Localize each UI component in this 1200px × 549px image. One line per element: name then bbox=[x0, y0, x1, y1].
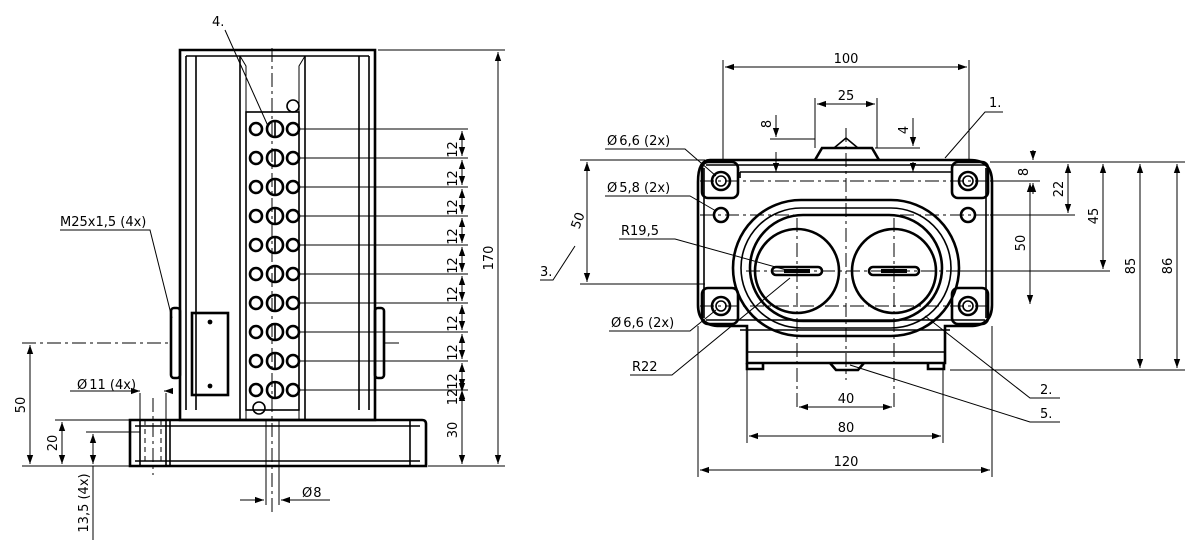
svg-text:Ø5,8 (2x): Ø5,8 (2x) bbox=[607, 181, 670, 196]
terminal-row bbox=[248, 235, 468, 255]
svg-text:R19,5: R19,5 bbox=[621, 224, 659, 239]
terminal-row bbox=[248, 148, 468, 168]
svg-text:86: 86 bbox=[1161, 258, 1176, 275]
width-dim-120: 120 bbox=[697, 326, 993, 477]
terminal-row bbox=[248, 380, 468, 400]
svg-text:50: 50 bbox=[569, 210, 589, 231]
pitch-label: 12 bbox=[446, 141, 461, 158]
pitch-label: 12 bbox=[446, 373, 461, 390]
height-dim-30: 30 bbox=[446, 392, 466, 464]
svg-text:85: 85 bbox=[1124, 258, 1139, 275]
width-dim-80: 80 bbox=[746, 363, 944, 443]
svg-text:80: 80 bbox=[838, 421, 855, 436]
depth-dim-135: 13,5 (4x) bbox=[77, 431, 140, 540]
terminal-row bbox=[248, 177, 468, 197]
label-4: 4. bbox=[212, 15, 224, 30]
thread-label: M25x1,5 (4x) bbox=[60, 215, 146, 230]
svg-text:8: 8 bbox=[1017, 168, 1032, 176]
svg-text:Ø11 (4x): Ø11 (4x) bbox=[77, 378, 136, 393]
width-dim-25: 25 bbox=[814, 89, 878, 148]
dim-85: 85 bbox=[950, 161, 1147, 371]
svg-text:30: 30 bbox=[446, 422, 461, 439]
terminal-row bbox=[248, 322, 468, 342]
height-dim-20: 20 bbox=[46, 419, 130, 464]
terminal-row bbox=[248, 264, 468, 284]
pitch-label: 12 bbox=[446, 170, 461, 187]
terminal-row bbox=[248, 119, 468, 139]
base-flange bbox=[128, 418, 428, 468]
svg-text:170: 170 bbox=[482, 246, 497, 271]
dim-86: 86 bbox=[1147, 161, 1185, 371]
housing-outline bbox=[178, 48, 377, 422]
svg-text:25: 25 bbox=[838, 89, 855, 104]
shaft-dim-8: Ø8 bbox=[240, 420, 330, 505]
cable-gland-right bbox=[373, 306, 386, 380]
dim-8-right: 8 bbox=[990, 150, 1040, 194]
svg-text:120: 120 bbox=[834, 455, 859, 470]
svg-text:Ø6,6 (2x): Ø6,6 (2x) bbox=[611, 316, 674, 331]
svg-text:20: 20 bbox=[46, 435, 61, 452]
svg-text:4: 4 bbox=[897, 126, 912, 134]
height-dim-170: 170 bbox=[378, 49, 505, 467]
svg-text:45: 45 bbox=[1087, 208, 1102, 225]
pitch-label: 12 bbox=[446, 228, 461, 245]
dim-22: 22 bbox=[990, 161, 1075, 216]
label-plate bbox=[190, 311, 230, 397]
label-1: 1. bbox=[989, 96, 1001, 111]
svg-text:Ø6,6 (2x): Ø6,6 (2x) bbox=[607, 134, 670, 149]
terminal-row bbox=[248, 206, 468, 226]
pitch-label: 12 bbox=[446, 257, 461, 274]
dim-50-right: 50 bbox=[1014, 183, 1034, 304]
radius-dim-22: R22 bbox=[630, 277, 791, 376]
svg-text:8: 8 bbox=[760, 120, 775, 128]
pitch-label: 12 bbox=[446, 199, 461, 216]
terminal-row bbox=[248, 293, 468, 313]
height-dim-50: 50 bbox=[14, 345, 130, 467]
top-cap bbox=[813, 146, 881, 161]
label-2: 2. bbox=[1040, 383, 1052, 398]
svg-text:40: 40 bbox=[838, 392, 855, 407]
pitch-label: 12 bbox=[446, 315, 461, 332]
label-3: 3. bbox=[540, 265, 552, 280]
pitch-label: 12 bbox=[446, 389, 461, 406]
radius-dim-195: R19,5 bbox=[619, 224, 791, 272]
svg-text:100: 100 bbox=[834, 52, 859, 67]
svg-text:22: 22 bbox=[1052, 181, 1067, 198]
svg-text:13,5 (4x): 13,5 (4x) bbox=[77, 473, 92, 532]
svg-text:50: 50 bbox=[1014, 235, 1029, 252]
pitch-label: 12 bbox=[446, 286, 461, 303]
dim-45: 45 bbox=[950, 161, 1110, 272]
width-dim-100: 100 bbox=[722, 52, 970, 160]
terminal-column bbox=[248, 119, 468, 400]
dim-8-top: 8 bbox=[760, 115, 815, 172]
cable-gland-left bbox=[169, 306, 182, 380]
label-5: 5. bbox=[1040, 407, 1052, 422]
svg-text:R22: R22 bbox=[632, 360, 658, 375]
pitch-label: 12 bbox=[446, 344, 461, 361]
svg-text:Ø8: Ø8 bbox=[302, 486, 322, 501]
height-dim-50-left bbox=[580, 159, 705, 285]
svg-text:50: 50 bbox=[14, 397, 29, 414]
dim-4: 4 bbox=[875, 118, 920, 172]
width-dim-40: 40 bbox=[799, 392, 892, 411]
